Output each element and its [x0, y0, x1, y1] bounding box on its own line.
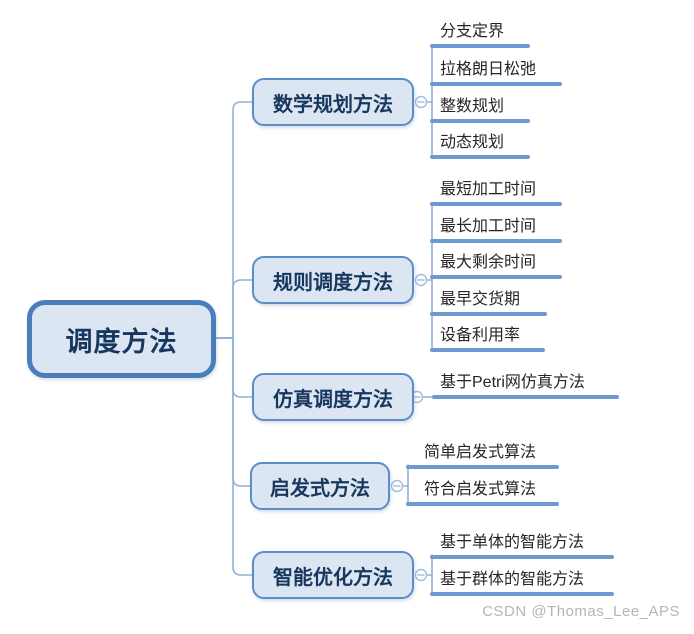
leaf-label-longest-processing-time[interactable]: 最长加工时间 — [440, 218, 537, 235]
branch-node-label: 数学规划方法 — [273, 93, 393, 116]
branch-node-label: 启发式方法 — [270, 477, 370, 500]
leaf-label-branch-and-bound[interactable]: 分支定界 — [440, 23, 505, 40]
leaf-rail-branch4 — [402, 464, 409, 504]
collapse-toggle-icon[interactable] — [390, 479, 404, 493]
collapse-toggle-icon[interactable] — [414, 273, 428, 287]
collapse-toggle-icon[interactable] — [414, 568, 428, 582]
branch-node-mathematical-programming[interactable]: 数学规划方法 — [252, 78, 414, 126]
leaf-label-max-remaining-time[interactable]: 最大剩余时间 — [440, 254, 537, 271]
leaf-label-simple-heuristic[interactable]: 简单启发式算法 — [424, 444, 537, 461]
leaf-label-petri-net-simulation[interactable]: 基于Petri网仿真方法 — [440, 374, 585, 391]
root-node-label: 调度方法 — [65, 326, 178, 357]
leaf-label-individual-intelligent[interactable]: 基于单体的智能方法 — [440, 534, 585, 551]
leaf-rail-branch1 — [426, 47, 433, 156]
leaf-label-dynamic-programming[interactable]: 动态规划 — [440, 134, 505, 151]
connector-root-branch2 — [215, 279, 253, 339]
connector-root-branch1 — [215, 101, 253, 339]
branch-node-label: 仿真调度方法 — [273, 388, 393, 411]
leaf-label-lagrangian-relaxation[interactable]: 拉格朗日松弛 — [440, 61, 537, 78]
branch-node-label: 智能优化方法 — [273, 566, 393, 589]
connector-root-branch3 — [215, 337, 253, 398]
branch-node-rule-scheduling[interactable]: 规则调度方法 — [252, 256, 414, 304]
branch-node-label: 规则调度方法 — [273, 271, 393, 294]
leaf-label-swarm-intelligent[interactable]: 基于群体的智能方法 — [440, 571, 585, 588]
leaf-label-integer-programming[interactable]: 整数规划 — [440, 98, 505, 115]
leaf-label-equipment-utilization[interactable]: 设备利用率 — [440, 327, 521, 344]
branch-node-intelligent-optimization[interactable]: 智能优化方法 — [252, 551, 414, 599]
collapse-toggles — [390, 95, 428, 582]
watermark: CSDN @Thomas_Lee_APS — [482, 603, 680, 620]
leaf-label-earliest-due-date[interactable]: 最早交货期 — [440, 291, 521, 308]
leaf-label-shortest-processing-time[interactable]: 最短加工时间 — [440, 181, 537, 198]
collapse-toggle-icon[interactable] — [414, 95, 428, 109]
leaf-underlines — [406, 44, 619, 596]
branch-connectors — [215, 47, 435, 593]
root-node[interactable]: 调度方法 — [27, 300, 216, 378]
connector-root-branch5 — [215, 337, 253, 576]
branch-node-heuristic[interactable]: 启发式方法 — [250, 462, 390, 510]
leaf-label-compound-heuristic[interactable]: 符合启发式算法 — [424, 481, 537, 498]
branch-node-simulation-scheduling[interactable]: 仿真调度方法 — [252, 373, 414, 421]
leaf-rail-branch5 — [426, 554, 433, 593]
